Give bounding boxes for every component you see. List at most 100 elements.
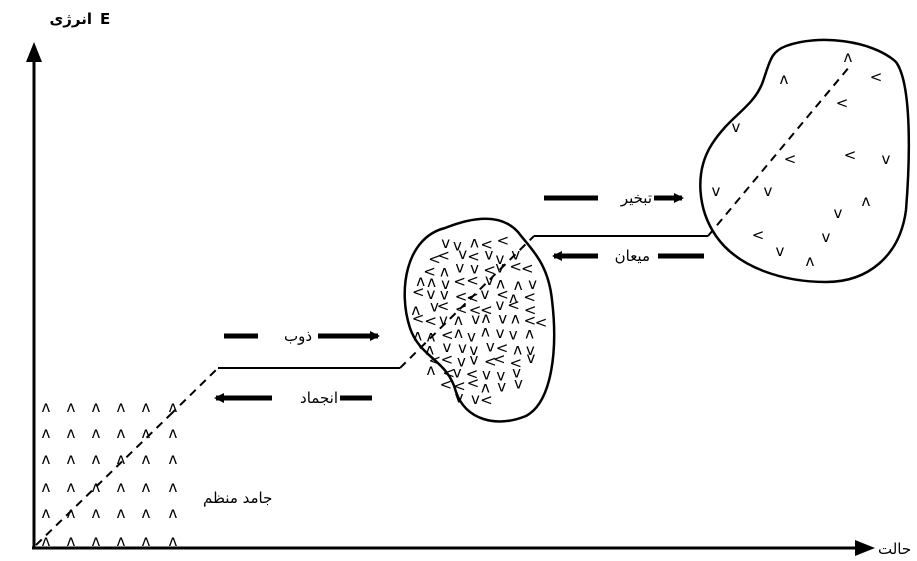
molecule-glyph: v: [457, 353, 466, 371]
molecule-glyph: ʌ: [92, 450, 101, 468]
gas-dashed-line: [707, 65, 851, 237]
molecule-glyph: <: [496, 339, 509, 357]
molecule-glyph: v: [485, 246, 494, 264]
molecule-glyph: ʌ: [92, 532, 101, 550]
molecule-glyph: ʌ: [514, 276, 523, 294]
molecule-glyph: ʌ: [117, 424, 126, 442]
molecule-glyph: ʌ: [425, 340, 434, 358]
molecule-glyph: v: [453, 236, 462, 254]
molecule-glyph: <: [453, 273, 466, 291]
molecule-glyph: v: [467, 327, 476, 345]
molecule-glyph: <: [412, 309, 425, 327]
molecule-glyph: ʌ: [92, 478, 101, 496]
molecule-glyph: ʌ: [844, 48, 853, 66]
x-axis-arrow-icon: [855, 540, 875, 556]
molecule-glyph: <: [443, 364, 456, 382]
molecule-glyph: <: [466, 271, 479, 289]
molecule-glyph: <: [493, 350, 506, 368]
molecule-glyph: ʌ: [67, 504, 76, 522]
molecule-glyph: v: [470, 259, 479, 277]
molecule-glyph: <: [523, 288, 536, 306]
molecule-glyph: ʌ: [67, 424, 76, 442]
molecule-glyph: v: [496, 250, 505, 268]
molecule-glyph: <: [752, 226, 765, 244]
molecule-glyph: <: [497, 232, 510, 250]
molecule-glyph: <: [466, 365, 479, 383]
molecule-glyph: <: [429, 351, 442, 369]
molecule-glyph: ʌ: [67, 478, 76, 496]
condensation-label: میعان: [615, 247, 650, 265]
molecule-glyph: v: [834, 204, 843, 222]
molecule-glyph: v: [471, 390, 480, 408]
molecule-glyph: v: [496, 296, 505, 314]
molecule-glyph: v: [528, 275, 537, 293]
molecule-glyph: ʌ: [511, 310, 520, 328]
molecule-glyph: <: [441, 326, 454, 344]
molecule-glyph: <: [428, 250, 441, 268]
molecule-glyph: ʌ: [42, 450, 51, 468]
ordered-solid-label: جامد منظم: [203, 489, 272, 507]
molecule-glyph: v: [511, 245, 520, 263]
molecule-glyph: <: [441, 350, 454, 368]
molecule-glyph: ʌ: [67, 398, 76, 416]
molecule-glyph: ʌ: [413, 326, 422, 344]
molecule-glyph: v: [471, 310, 480, 328]
molecule-glyph: <: [870, 68, 883, 86]
molecule-glyph: <: [535, 314, 548, 332]
molecule-glyph: ʌ: [42, 398, 51, 416]
molecule-glyph: ʌ: [117, 398, 126, 416]
molecule-glyph: ʌ: [142, 450, 151, 468]
molecule-glyph: ʌ: [92, 424, 101, 442]
molecule-glyph: <: [437, 297, 450, 315]
molecule-glyph: v: [497, 377, 506, 395]
molecule-glyph: ʌ: [169, 504, 178, 522]
molecule-glyph: ʌ: [806, 252, 815, 270]
molecule-glyph: v: [512, 363, 521, 381]
molecule-glyph: <: [484, 352, 497, 370]
molecule-glyph: ʌ: [470, 234, 479, 252]
molecule-glyph: ʌ: [42, 532, 51, 550]
molecule-glyph: ʌ: [169, 424, 178, 442]
molecule-glyph: ʌ: [780, 70, 789, 88]
molecule-glyph: v: [485, 271, 494, 289]
molecule-glyph: ʌ: [42, 478, 51, 496]
molecule-glyph: <: [412, 283, 425, 301]
molecule-glyph: v: [776, 242, 785, 260]
molecule-glyph: ʌ: [482, 309, 491, 327]
molecule-glyph: <: [836, 94, 849, 112]
molecule-glyph: ʌ: [496, 275, 505, 293]
molecule-glyph: <: [521, 260, 534, 278]
molecule-glyph: v: [439, 311, 448, 329]
gas-blob: [699, 38, 911, 284]
molecule-glyph: v: [441, 275, 450, 293]
molecule-glyph: v: [712, 182, 721, 200]
molecule-glyph: <: [466, 289, 479, 307]
y-axis-symbol: E: [100, 10, 110, 28]
molecule-glyph: v: [453, 363, 462, 381]
molecule-glyph: <: [483, 261, 496, 279]
molecule-glyph: <: [510, 354, 523, 372]
molecule-glyph: ʌ: [92, 504, 101, 522]
molecule-glyph: <: [480, 391, 493, 409]
molecule-glyph: v: [764, 182, 773, 200]
molecule-glyph: <: [784, 150, 797, 168]
molecule-glyph: ʌ: [440, 262, 449, 280]
molecule-glyph: ʌ: [42, 424, 51, 442]
molecule-glyph: ʌ: [426, 361, 435, 379]
molecule-glyph: v: [482, 365, 491, 383]
molecule-glyph: v: [486, 338, 495, 356]
molecule-glyph: <: [455, 287, 468, 305]
molecule-glyph: v: [822, 228, 831, 246]
molecule-glyph: ʌ: [142, 398, 151, 416]
melting-label: ذوب: [284, 327, 312, 345]
molecule-glyph: ʌ: [169, 398, 178, 416]
molecule-glyph: v: [469, 341, 478, 359]
molecule-glyph: ʌ: [525, 324, 534, 342]
molecule-glyph: <: [455, 300, 468, 318]
y-axis-label: انرژی: [50, 10, 93, 28]
molecule-glyph: ʌ: [169, 478, 178, 496]
liquid-blob: [403, 217, 556, 423]
molecule-glyph: v: [440, 285, 449, 303]
